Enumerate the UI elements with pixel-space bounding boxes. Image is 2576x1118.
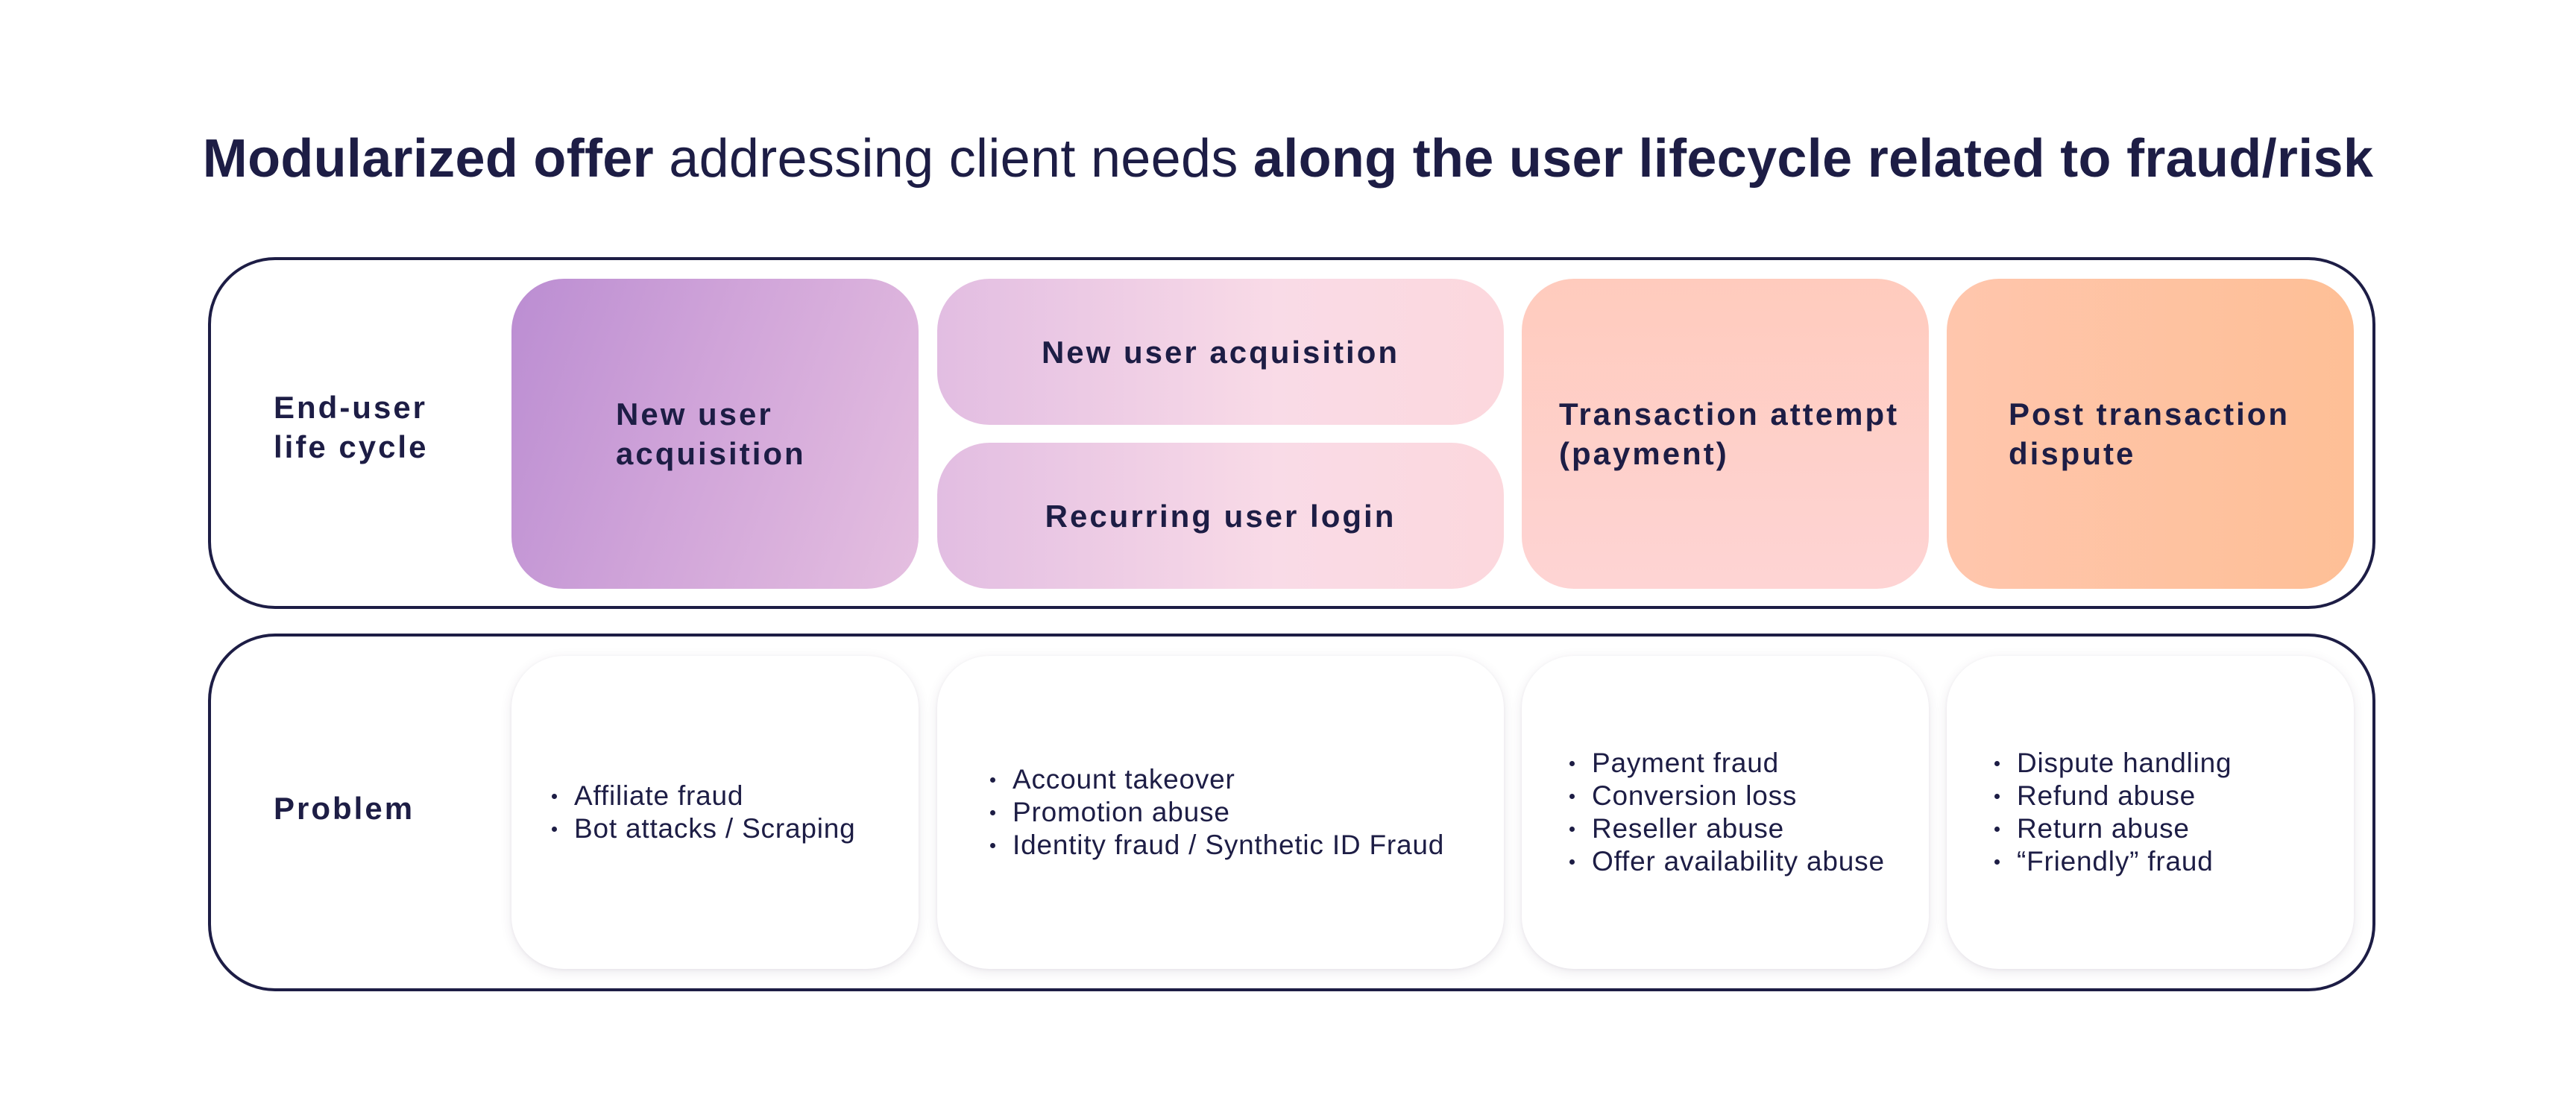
problem-item: Bot attacks / Scraping: [549, 812, 856, 845]
problem-list: Dispute handling Refund abuse Return abu…: [1991, 747, 2232, 878]
title-bold-end: along the user lifecycle related to frau…: [1253, 129, 2374, 189]
problem-item: Reseller abuse: [1566, 812, 1885, 845]
problem-item: Return abuse: [1991, 812, 2232, 845]
stage-new-user-acquisition-alt: New user acquisition: [937, 279, 1504, 425]
stage-transaction-attempt: Transaction attempt (payment): [1522, 279, 1929, 589]
problem-item: Account takeover: [987, 763, 1444, 796]
stage-label: New user acquisition: [1041, 334, 1400, 370]
problem-item: Affiliate fraud: [549, 780, 856, 812]
problem-card-login: Account takeover Promotion abuse Identit…: [937, 656, 1504, 969]
problem-card-dispute: Dispute handling Refund abuse Return abu…: [1947, 656, 2354, 969]
problem-item: Identity fraud / Synthetic ID Fraud: [987, 829, 1444, 862]
problem-list: Payment fraud Conversion loss Reseller a…: [1566, 747, 1885, 878]
lifecycle-row-label: End-user life cycle: [274, 390, 429, 464]
lifecycle-row-frame: [208, 257, 2375, 609]
stage-label: New user acquisition: [616, 397, 806, 471]
problem-item: “Friendly” fraud: [1991, 845, 2232, 878]
stage-label: Transaction attempt (payment): [1559, 397, 1900, 471]
stage-label: Post transaction dispute: [2009, 397, 2290, 471]
problem-item: Conversion loss: [1566, 780, 1885, 812]
title-regular-middle: addressing client needs: [653, 129, 1253, 189]
problem-card-acquisition: Affiliate fraud Bot attacks / Scraping: [511, 656, 919, 969]
stage-post-transaction-dispute: Post transaction dispute: [1947, 279, 2354, 589]
problem-list: Affiliate fraud Bot attacks / Scraping: [549, 780, 856, 845]
stage-recurring-user-login: Recurring user login: [937, 443, 1504, 589]
problem-card-transaction: Payment fraud Conversion loss Reseller a…: [1522, 656, 1929, 969]
problem-item: Dispute handling: [1991, 747, 2232, 780]
problem-row-label: Problem: [274, 791, 415, 826]
stage-label: Recurring user login: [1045, 498, 1396, 534]
page-title: Modularized offer addressing client need…: [0, 125, 2576, 192]
title-bold-start: Modularized offer: [202, 129, 654, 189]
problem-item: Offer availability abuse: [1566, 845, 1885, 878]
problem-item: Promotion abuse: [987, 796, 1444, 829]
problem-row-frame: [208, 634, 2375, 991]
problem-item: Payment fraud: [1566, 747, 1885, 780]
problem-list: Account takeover Promotion abuse Identit…: [987, 763, 1444, 862]
problem-item: Refund abuse: [1991, 780, 2232, 812]
stage-new-user-acquisition: New user acquisition: [511, 279, 919, 589]
